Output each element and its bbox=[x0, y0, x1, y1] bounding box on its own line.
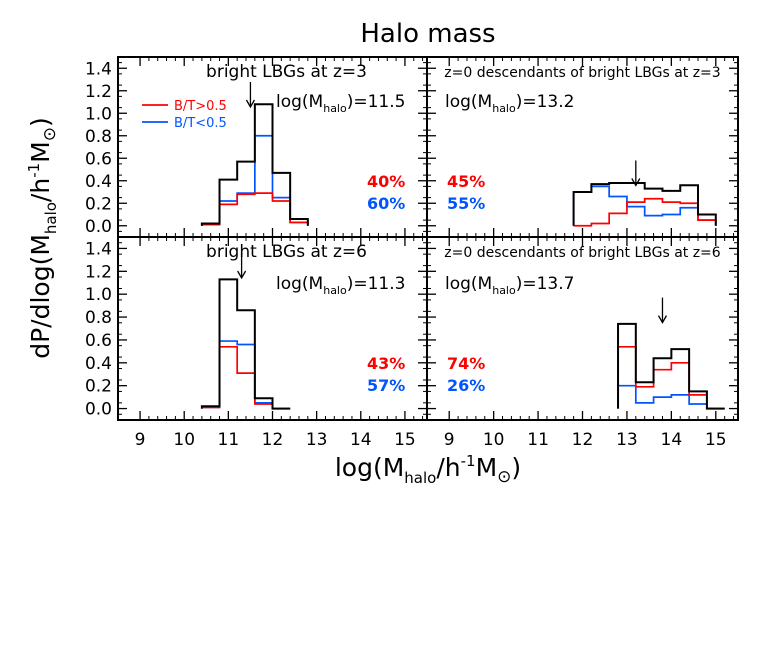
x-tick-label: 15 bbox=[394, 430, 416, 450]
y-tick-label: 0.0 bbox=[85, 217, 112, 237]
median-mass-label: log(Mhalo)=11.5 bbox=[276, 92, 405, 115]
percent-bulge: 43% bbox=[367, 354, 405, 373]
median-arrow-head bbox=[657, 315, 668, 324]
y-tick-label: 0.2 bbox=[85, 194, 112, 214]
x-tick-label: 12 bbox=[572, 430, 594, 450]
x-tick-label: 14 bbox=[661, 430, 683, 450]
x-tick-label: 14 bbox=[350, 430, 372, 450]
x-tick-label: 9 bbox=[135, 430, 146, 450]
x-axis-label: log(Mhalo/h-1M⊙) bbox=[335, 452, 521, 487]
x-tick-label: 12 bbox=[262, 430, 284, 450]
percent-disk: 26% bbox=[447, 376, 485, 395]
y-tick-label: 1.2 bbox=[85, 262, 112, 282]
percent-bulge: 45% bbox=[447, 172, 485, 191]
y-tick-label: 0.6 bbox=[85, 149, 112, 169]
panel-title: z=0 descendants of bright LBGs at z=3 bbox=[444, 65, 720, 81]
histogram-total bbox=[200, 103, 309, 226]
histogram-disk bbox=[572, 185, 717, 226]
percent-bulge: 74% bbox=[447, 354, 485, 373]
histogram-disk bbox=[201, 340, 291, 410]
x-tick-label: 10 bbox=[173, 430, 195, 450]
median-arrow-head bbox=[631, 178, 641, 187]
histogram-bulge bbox=[201, 345, 291, 410]
panel-top-right: z=0 descendants of bright LBGs at z=3 log… bbox=[426, 56, 739, 238]
x-tick-label: 13 bbox=[306, 430, 328, 450]
figure-title: Halo mass bbox=[360, 19, 495, 49]
median-mass-label: log(Mhalo)=11.3 bbox=[276, 274, 405, 297]
panel-bottom-right: 9 10 11 12 13 14 15 z=0 descendants of bright L… bbox=[426, 236, 739, 450]
y-axis-label: dP/dlog(Mhalo/h-1M⊙) bbox=[25, 117, 60, 359]
panel-title: bright LBGs at z=6 bbox=[206, 242, 367, 262]
percent-disk: 57% bbox=[367, 376, 405, 395]
histogram-bulge bbox=[201, 192, 309, 226]
y-tick-label: 1.0 bbox=[85, 285, 112, 305]
y-tick-label: 0.4 bbox=[85, 172, 112, 192]
panel-title: z=0 descendants of bright LBGs at z=6 bbox=[444, 245, 721, 261]
y-tick-label: 0.8 bbox=[85, 308, 112, 328]
legend-label: B/T>0.5 bbox=[174, 99, 227, 114]
median-arrow-head bbox=[237, 270, 247, 280]
median-mass-label: log(Mhalo)=13.7 bbox=[445, 274, 574, 297]
panel-top-left: 0.0 0.20.4 0.60.8 1.01.2 1.4 bright LBGs at z… bbox=[85, 56, 428, 238]
median-arrow-head bbox=[245, 99, 255, 109]
x-tick-label: 11 bbox=[218, 430, 240, 450]
y-tick-label: 1.4 bbox=[85, 239, 112, 259]
x-tick-label: 15 bbox=[705, 430, 727, 450]
percent-disk: 55% bbox=[447, 194, 485, 213]
y-tick-label: 0.4 bbox=[85, 354, 112, 374]
histogram-total bbox=[617, 322, 725, 410]
y-tick-label: 0.6 bbox=[85, 331, 112, 351]
x-tick-label: 11 bbox=[527, 430, 549, 450]
percent-bulge: 40% bbox=[367, 172, 405, 191]
percent-disk: 60% bbox=[367, 194, 405, 213]
panel-title: bright LBGs at z=3 bbox=[206, 62, 367, 82]
histogram-total bbox=[200, 278, 291, 410]
median-mass-label: log(Mhalo)=13.2 bbox=[445, 92, 574, 115]
y-tick-label: 0.2 bbox=[85, 377, 112, 397]
histogram-total bbox=[572, 182, 717, 226]
y-tick-label: 0.0 bbox=[85, 400, 112, 420]
legend-label: B/T<0.5 bbox=[174, 116, 227, 131]
y-tick-label: 1.0 bbox=[85, 104, 112, 124]
axis-labels: log(Mhalo/h-1M⊙) dP/dlog(Mhalo/h-1M⊙) bbox=[25, 117, 521, 487]
y-tick-label: 0.8 bbox=[85, 127, 112, 147]
x-tick-label: 13 bbox=[616, 430, 638, 450]
y-tick-label: 1.4 bbox=[85, 59, 112, 79]
x-tick-label: 9 bbox=[444, 430, 455, 450]
panel-bottom-left: 0.0 0.2 0.4 0.6 0.8 1.0 1.2 1.4 9 10 11 12 13 14 15 bri… bbox=[85, 236, 428, 450]
y-tick-label: 1.2 bbox=[85, 82, 112, 102]
x-tick-label: 10 bbox=[483, 430, 505, 450]
histogram-disk bbox=[617, 384, 725, 410]
